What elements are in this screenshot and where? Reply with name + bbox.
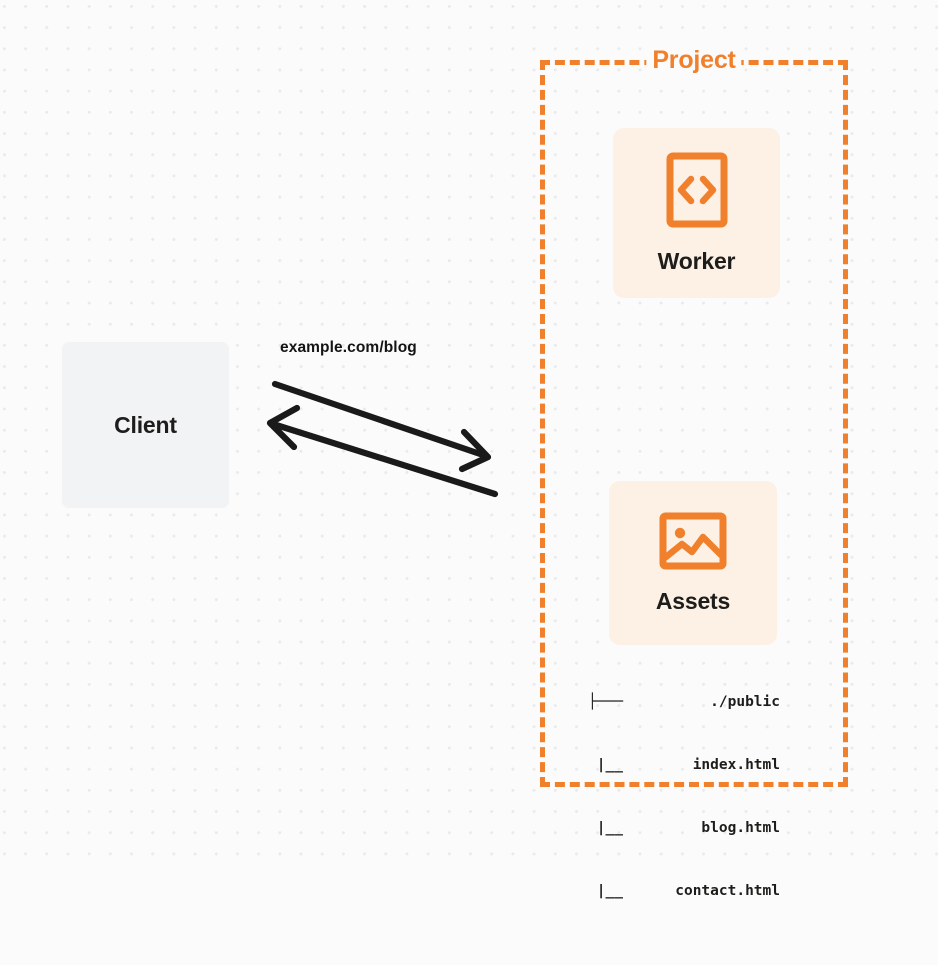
tree-file-name: blog.html [701,820,780,836]
diagram-canvas: example.com/blog Client Project Worker A [0,0,938,899]
request-arrow [271,380,492,473]
project-title: Project [646,45,742,75]
image-icon [659,511,727,571]
node-assets[interactable]: Assets [609,481,777,645]
tree-row: |__ blog.html [588,818,780,839]
tree-row: ├─── ./public [588,692,780,713]
tree-glyph: |__ [588,757,623,773]
client-label: Client [114,411,177,438]
tree-row: |__ index.html [588,755,780,776]
node-worker[interactable]: Worker [613,128,780,298]
response-arrow [266,404,499,498]
tree-file-name: index.html [692,757,780,773]
project-group: Project [540,45,848,787]
tree-row: |__ contact.html [588,881,780,902]
tree-file-name: ./public [710,694,780,710]
tree-glyph: ├─── [588,694,623,710]
tree-glyph: |__ [588,820,623,836]
request-url-label: example.com/blog [280,339,417,356]
worker-label: Worker [657,247,736,274]
code-brackets-icon [666,152,728,228]
node-client[interactable]: Client [62,342,229,508]
tree-glyph: |__ [588,883,623,899]
assets-label: Assets [655,588,731,614]
assets-file-tree: ├─── ./public |__ index.html |__ blog.ht… [588,650,780,944]
tree-file-name: contact.html [675,883,780,899]
